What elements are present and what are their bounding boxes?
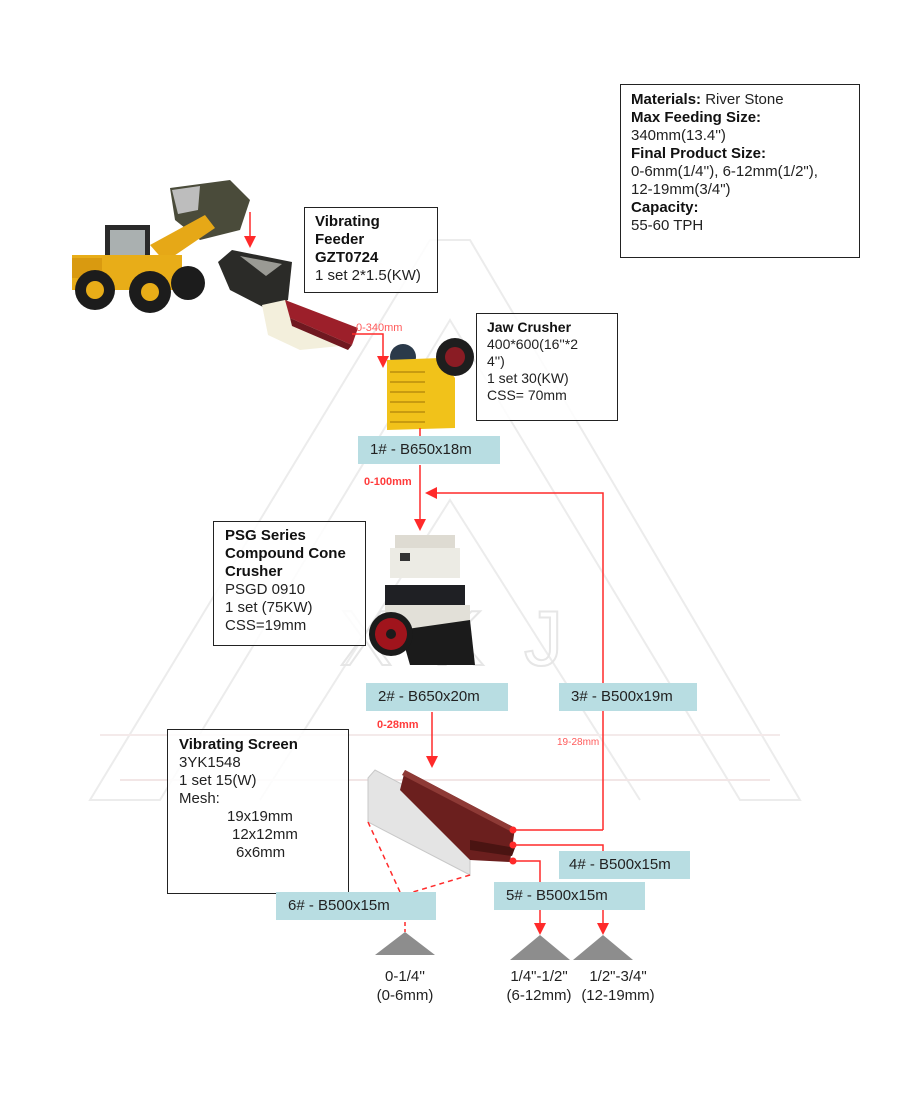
return-size: 19-28mm [557,737,600,748]
jaw-spec: 1 set 30(KW) [487,370,569,386]
product-inch: 1/2"-3/4" [589,968,647,985]
cone-title-2: Compound Cone [225,545,346,562]
cone-spec: 1 set (75KW) [225,599,313,616]
vibrating-screen-icon [367,769,515,876]
belt-label-2: 2# - B650x20m [366,683,508,711]
capacity-label: Capacity: [631,199,699,216]
feeder-model: GZT0724 [315,249,379,266]
belt-label-4: 4# - B500x15m [559,851,690,879]
jaw-crusher-info-box: Jaw Crusher 400*600(16''*2 4'') 1 set 30… [476,313,618,421]
cone-title-3: Crusher [225,563,283,580]
cone-crusher-icon [369,535,475,665]
belt-label-1: 1# - B650x18m [358,436,500,464]
jaw-title: Jaw Crusher [487,319,572,335]
screen-model: 3YK1548 [179,754,241,771]
product-mm: (0-6mm) [376,987,434,1004]
product-mm: (6-12mm) [506,987,572,1004]
jaw-output-size: 0-100mm [364,476,412,488]
final-product-line1: 0-6mm(1/4''), 6-12mm(1/2"), [631,163,818,180]
product-12-19mm: 1/2"-3/4" (12-19mm) [578,967,658,1005]
mesh-size: 6x6mm [236,844,286,861]
cone-model: PSGD 0910 [225,581,306,598]
product-6-12mm: 1/4"-1/2" (6-12mm) [502,967,576,1005]
jaw-crusher-icon [387,338,474,430]
jaw-size-2: 4'') [487,353,505,369]
pile-12-19mm [573,935,633,960]
max-feed-label: Max Feeding Size: [631,109,762,126]
summary-box: Materials: River Stone Max Feeding Size:… [620,84,860,258]
feeder-output-size: 0-340mm [356,322,403,334]
belt-label-6: 6# - B500x15m [276,892,436,920]
undersize-dashed-lines [367,821,471,893]
product-inch: 0-1/4'' [385,968,425,985]
cone-crusher-info-box: PSG Series Compound Cone Crusher PSGD 09… [213,521,366,646]
screen-mesh-label: Mesh: [179,790,220,807]
mesh-size: 19x19mm [227,808,293,825]
vibrating-feeder-icon [262,300,358,350]
screen-info-box: Vibrating Screen 3YK1548 1 set 15(W) Mes… [167,729,349,894]
max-feed-value: 340mm(13.4'') [631,127,726,144]
feeder-info-box: Vibrating Feeder GZT0724 1 set 2*1.5(KW) [304,207,438,293]
final-product-line2: 12-19mm(3/4") [631,181,731,198]
product-piles [375,932,633,960]
jaw-css: CSS= 70mm [487,387,567,403]
screen-spec: 1 set 15(W) [179,772,257,789]
feeder-to-jaw-arrow [352,333,389,368]
capacity-value: 55-60 TPH [631,217,704,234]
cone-output-size: 0-28mm [377,719,419,731]
hopper-icon [218,250,292,308]
product-inch: 1/4"-1/2" [510,968,568,985]
belt-label-5: 5# - B500x15m [494,882,645,910]
pile-0-6mm [375,932,435,955]
mesh-size: 12x12mm [232,826,298,843]
feeder-spec: 1 set 2*1.5(KW) [315,267,421,284]
final-product-label: Final Product Size: [631,145,767,162]
jaw-size-1: 400*600(16''*2 [487,336,578,352]
product-mm: (12-19mm) [581,987,655,1004]
belt-label-3: 3# - B500x19m [559,683,697,711]
return-arrow [425,487,604,830]
watermark-text: XKJ [340,594,603,682]
materials-value: River Stone [705,91,784,108]
screen-title: Vibrating Screen [179,736,298,753]
cone-css: CSS=19mm [225,617,307,634]
pile-6-12mm [510,935,570,960]
wheel-loader-icon [72,180,250,313]
product-0-6mm: 0-1/4'' (0-6mm) [370,967,440,1005]
materials-label: Materials: [631,91,702,108]
cone-title-1: PSG Series [225,527,306,544]
feeder-title-2: Feeder [315,231,365,248]
feeder-title-1: Vibrating [315,213,380,230]
